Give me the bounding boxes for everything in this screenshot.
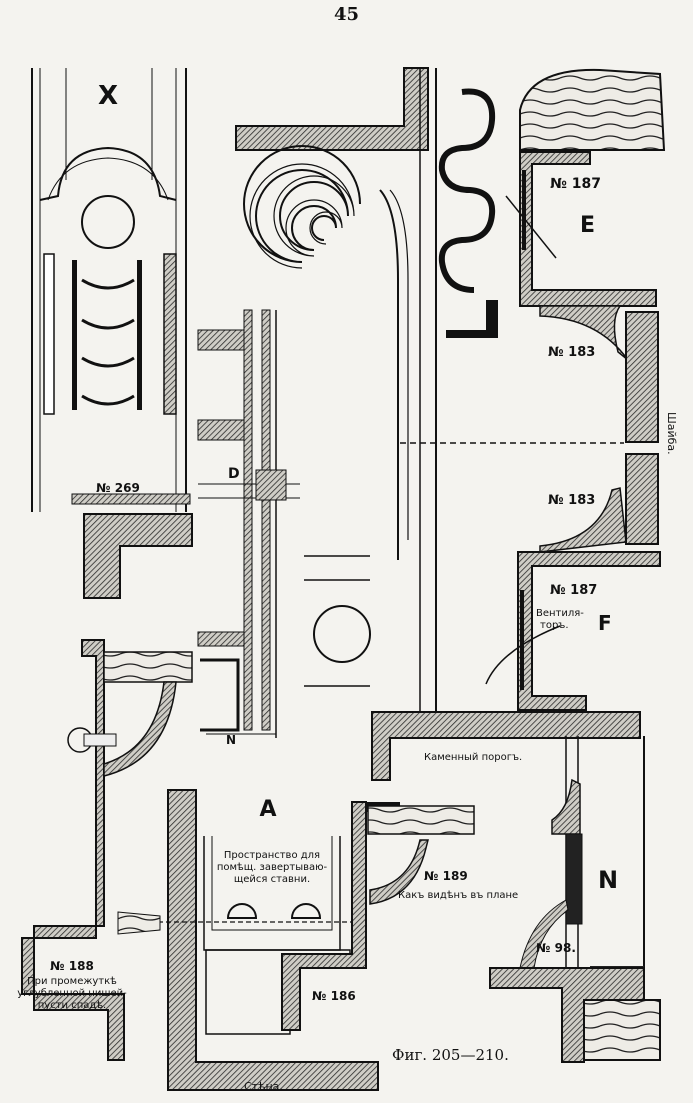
- label-shaiba: Шайба.: [665, 412, 678, 455]
- letter-n: N: [598, 866, 618, 894]
- label-no183-mid: № 183: [548, 493, 595, 508]
- figure-caption: Фиг. 205—210.: [392, 1046, 509, 1064]
- section-d-n: D N: [197, 309, 300, 747]
- label-no183-top: № 183: [548, 345, 595, 360]
- stone-sill: Каменный порогъ.: [371, 711, 641, 781]
- letter-n-small: N: [226, 733, 236, 747]
- label-no188: № 188: [50, 959, 94, 973]
- label-space-2: помѣщ. завертываю-: [217, 862, 328, 873]
- label-no269: № 269: [96, 481, 140, 495]
- page-number: 45: [333, 4, 360, 25]
- figure-a: A Пространство для помѣщ. завертываю- ще…: [117, 789, 518, 1093]
- scroll-detail: [235, 67, 437, 712]
- label-ventilator-2: торъ.: [540, 620, 569, 631]
- label-no98: № 98.: [536, 941, 576, 955]
- letter-a: A: [259, 797, 276, 822]
- figure-n: N № 98.: [489, 736, 661, 1063]
- label-no186: № 186: [312, 989, 356, 1003]
- label-ventilator-1: Вентиля-: [536, 608, 584, 619]
- label-space-3: щейся ставни.: [234, 874, 310, 885]
- right-profiles-top: № 187 E № 183 № 183 № 187 F Вентиля- тор…: [400, 68, 678, 711]
- radiator-detail: [438, 88, 498, 338]
- label-no187-top: № 187: [550, 176, 601, 192]
- label-no189: № 189: [424, 869, 468, 883]
- label-recessed-1: При промежуткѣ: [27, 976, 117, 987]
- letter-d: D: [228, 466, 240, 482]
- label-view-fixing: Какъ видѣнъ въ плане: [398, 890, 518, 901]
- figure-x: X № 269: [31, 68, 193, 599]
- label-recessed-2: углубленной нишей-: [17, 988, 127, 999]
- letter-x: X: [98, 81, 118, 111]
- figure-188: № 188 При промежуткѣ углубленной нишей- …: [17, 639, 193, 1061]
- label-space-1: Пространство для: [224, 850, 320, 861]
- letter-f: F: [598, 611, 612, 635]
- label-wall: Стѣна.: [244, 1080, 283, 1093]
- label-recessed-3: пусти спадѣ.: [38, 1000, 106, 1011]
- label-stone-sill: Каменный порогъ.: [424, 752, 522, 763]
- label-no187-mid: № 187: [550, 583, 597, 598]
- letter-e: E: [580, 213, 595, 238]
